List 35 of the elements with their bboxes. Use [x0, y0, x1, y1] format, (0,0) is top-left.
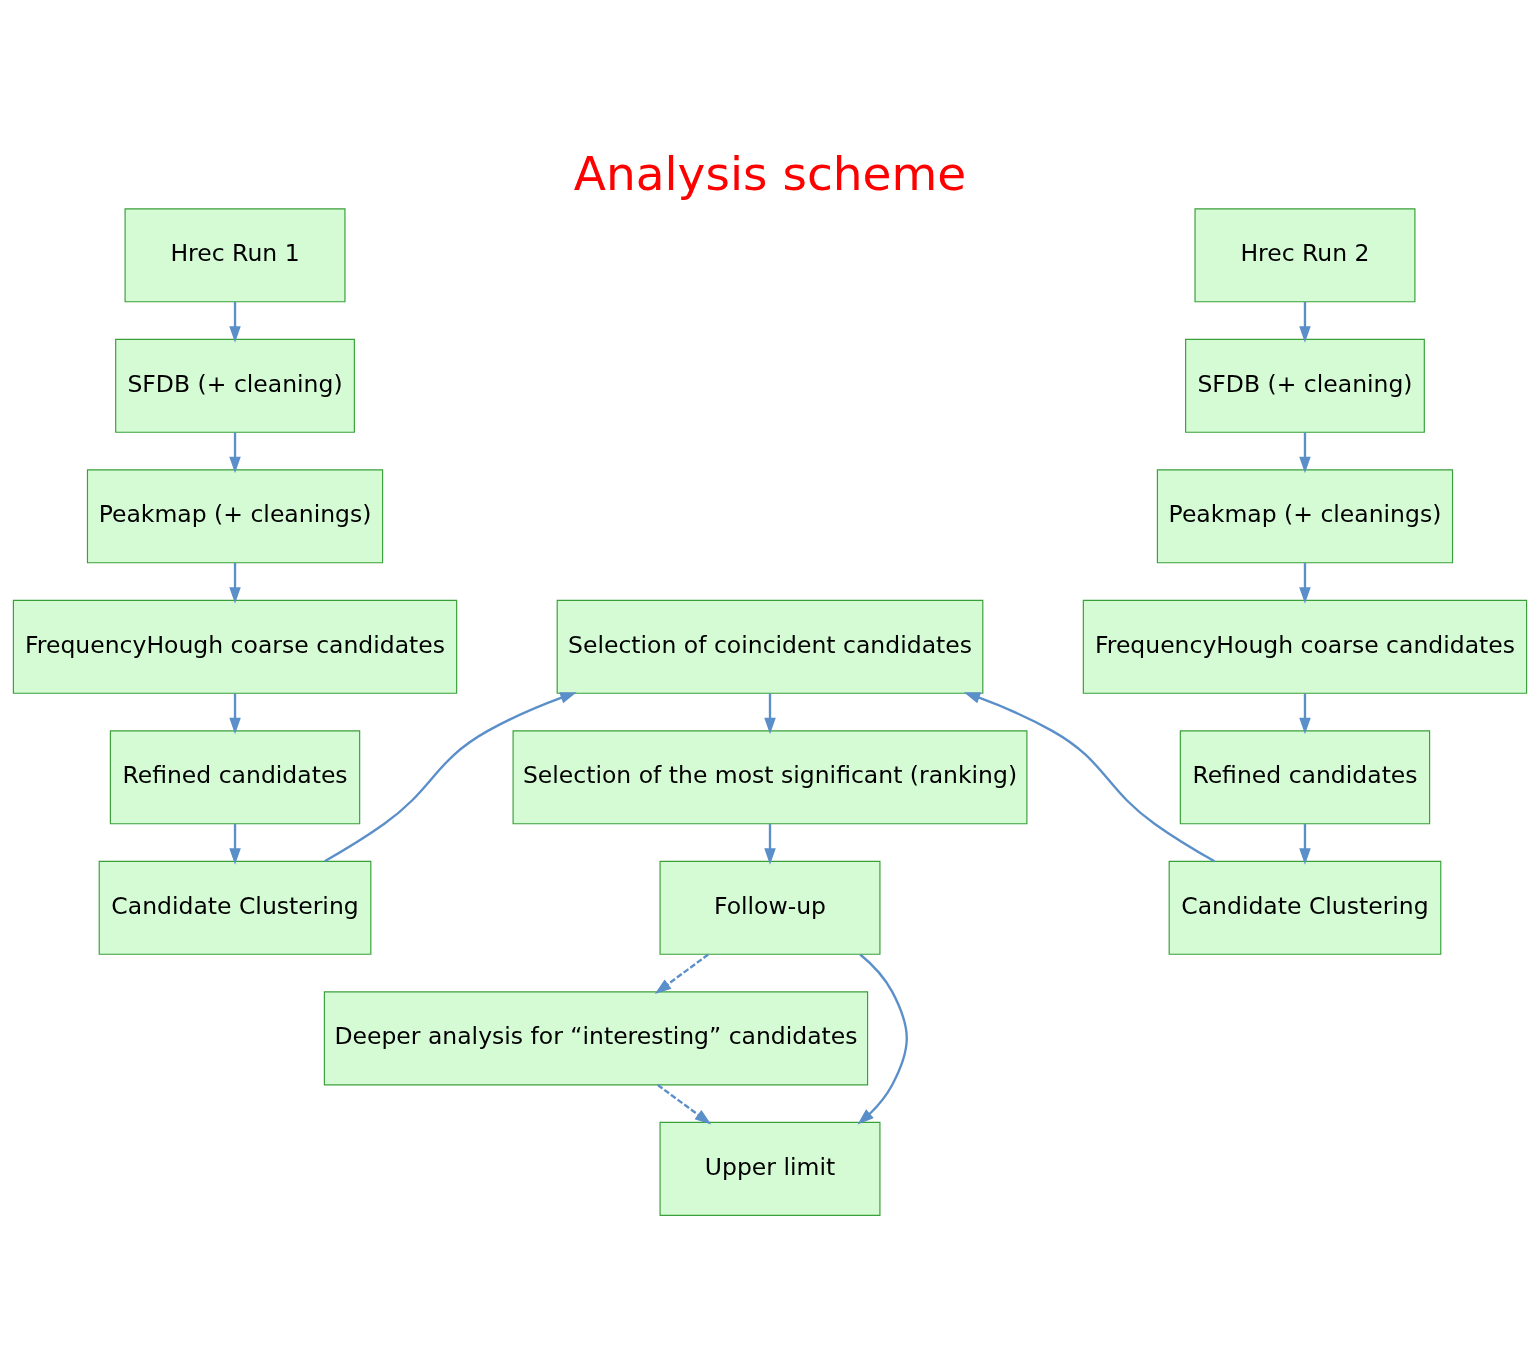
arrow — [764, 693, 776, 734]
node-box: Refined candidates — [1179, 729, 1431, 824]
arrow — [1299, 693, 1311, 734]
node-box: Upper limit — [659, 1121, 881, 1216]
arrow — [229, 301, 241, 343]
node-box: Hrec Run 2 — [1194, 207, 1416, 302]
node-box: Peakmap (+ cleanings) — [86, 468, 384, 563]
arrow — [1299, 432, 1311, 473]
node-box: Follow-up — [659, 860, 881, 955]
node-box: Peakmap (+ cleanings) — [1156, 468, 1454, 563]
arrow — [1299, 823, 1311, 865]
arrow — [229, 432, 241, 473]
node-box: Hrec Run 1 — [124, 207, 346, 302]
node-box: Selection of the most significant (ranking) — [512, 729, 1028, 824]
node-box: FrequencyHough coarse candidates — [1082, 599, 1528, 694]
node-box: Candidate Clustering — [98, 860, 372, 955]
node-box: Refined candidates — [109, 729, 361, 824]
node-box: SFDB (+ cleaning) — [115, 338, 355, 433]
node-box: SFDB (+ cleaning) — [1185, 338, 1425, 433]
arrow — [1299, 301, 1311, 343]
arrow — [963, 691, 1216, 862]
arrow — [654, 953, 709, 994]
arrow — [229, 823, 241, 865]
arrow — [324, 691, 577, 862]
arrow — [1299, 562, 1311, 604]
arrow — [229, 562, 241, 604]
node-box: Selection of coincident candidates — [556, 599, 984, 694]
arrow — [229, 693, 241, 734]
diagram-title: Analysis scheme — [573, 145, 967, 201]
node-box: FrequencyHough coarse candidates — [12, 599, 458, 694]
node-box: Deeper analysis for “interesting” candidates — [323, 990, 869, 1085]
node-box: Candidate Clustering — [1168, 860, 1442, 955]
arrow — [657, 1083, 712, 1124]
arrow — [857, 953, 908, 1125]
arrow — [764, 823, 776, 865]
